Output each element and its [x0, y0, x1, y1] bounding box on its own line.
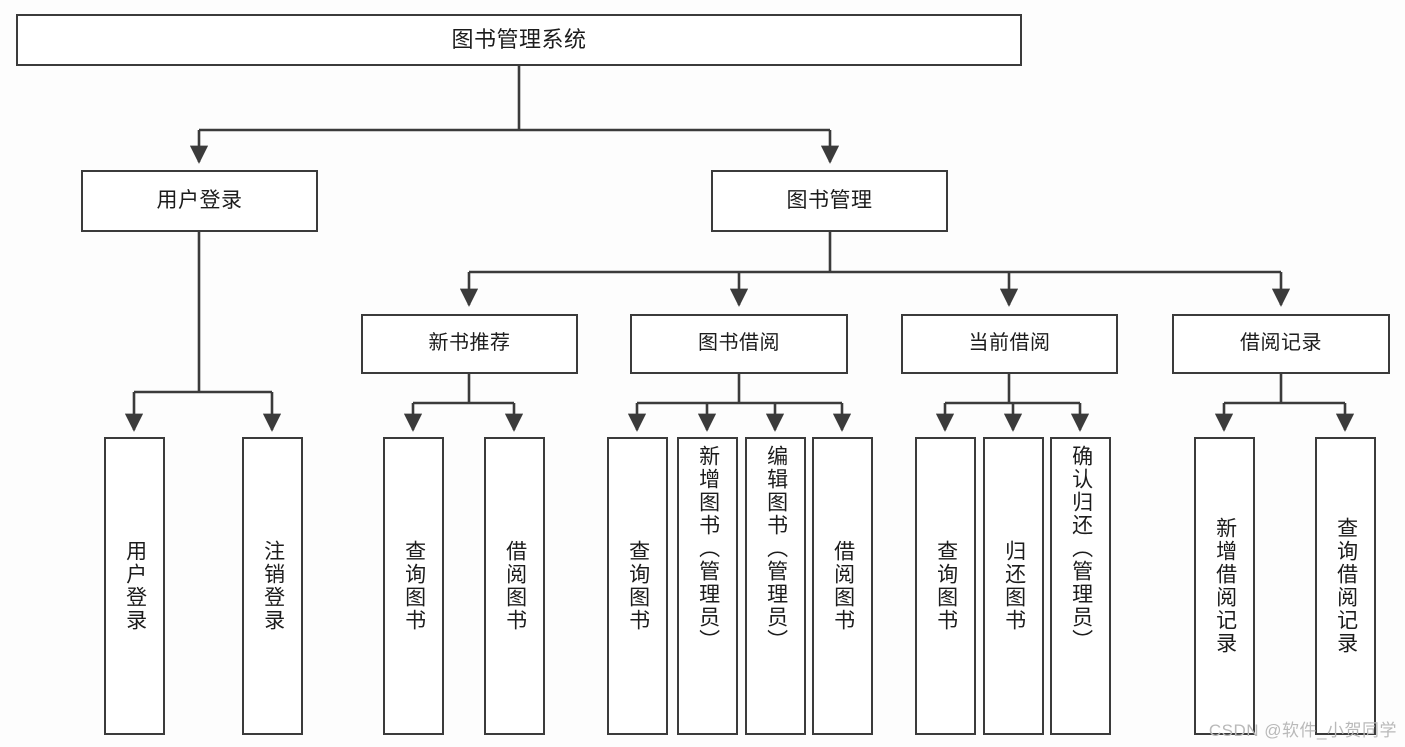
node-leaf-return-book-label: 归还图书 [1002, 540, 1026, 632]
node-root-label: 图书管理系统 [451, 27, 587, 53]
node-leaf-confirm-return-admin[interactable]: 确认归还（管理员） [1050, 437, 1111, 735]
node-leaf-query-book-current-label: 查询图书 [934, 540, 958, 632]
node-borrow-record-label: 借阅记录 [1240, 332, 1322, 355]
node-leaf-logout-label: 注销登录 [261, 540, 285, 632]
node-leaf-query-book-borrow-label: 查询图书 [626, 540, 650, 632]
node-borrow-record[interactable]: 借阅记录 [1172, 314, 1390, 374]
node-leaf-query-borrow-record-label: 查询借阅记录 [1334, 517, 1358, 655]
node-leaf-query-book-current[interactable]: 查询图书 [915, 437, 976, 735]
node-leaf-add-borrow-record-label: 新增借阅记录 [1213, 517, 1237, 655]
node-new-book-recommend-label: 新书推荐 [428, 332, 511, 355]
node-leaf-borrow-book-label: 借阅图书 [831, 540, 855, 632]
node-leaf-edit-book-admin[interactable]: 编辑图书（管理员） [745, 437, 806, 735]
node-leaf-edit-book-admin-label: 编辑图书（管理员） [764, 445, 788, 652]
node-book-management[interactable]: 图书管理 [711, 170, 948, 232]
node-current-borrow-label: 当前借阅 [968, 332, 1051, 355]
node-book-borrow[interactable]: 图书借阅 [630, 314, 848, 374]
node-leaf-query-borrow-record[interactable]: 查询借阅记录 [1315, 437, 1376, 735]
node-leaf-user-login[interactable]: 用户登录 [104, 437, 165, 735]
node-user-login-label: 用户登录 [156, 188, 243, 212]
node-leaf-add-borrow-record[interactable]: 新增借阅记录 [1194, 437, 1255, 735]
node-leaf-return-book[interactable]: 归还图书 [983, 437, 1044, 735]
node-leaf-borrow-book-recommend-label: 借阅图书 [503, 540, 527, 632]
node-leaf-add-book-admin[interactable]: 新增图书（管理员） [677, 437, 738, 735]
node-leaf-confirm-return-admin-label: 确认归还（管理员） [1069, 445, 1093, 652]
node-root-system[interactable]: 图书管理系统 [16, 14, 1022, 66]
node-leaf-add-book-admin-label: 新增图书（管理员） [696, 445, 720, 652]
node-leaf-borrow-book[interactable]: 借阅图书 [812, 437, 873, 735]
node-new-book-recommend[interactable]: 新书推荐 [361, 314, 578, 374]
node-leaf-query-book-recommend[interactable]: 查询图书 [383, 437, 444, 735]
node-book-management-label: 图书管理 [786, 188, 873, 212]
node-user-login[interactable]: 用户登录 [81, 170, 318, 232]
node-leaf-borrow-book-recommend[interactable]: 借阅图书 [484, 437, 545, 735]
node-leaf-query-book-borrow[interactable]: 查询图书 [607, 437, 668, 735]
node-leaf-query-book-recommend-label: 查询图书 [402, 540, 426, 632]
node-leaf-user-login-label: 用户登录 [123, 540, 147, 632]
node-leaf-logout[interactable]: 注销登录 [242, 437, 303, 735]
node-current-borrow[interactable]: 当前借阅 [901, 314, 1118, 374]
node-book-borrow-label: 图书借阅 [698, 332, 780, 355]
